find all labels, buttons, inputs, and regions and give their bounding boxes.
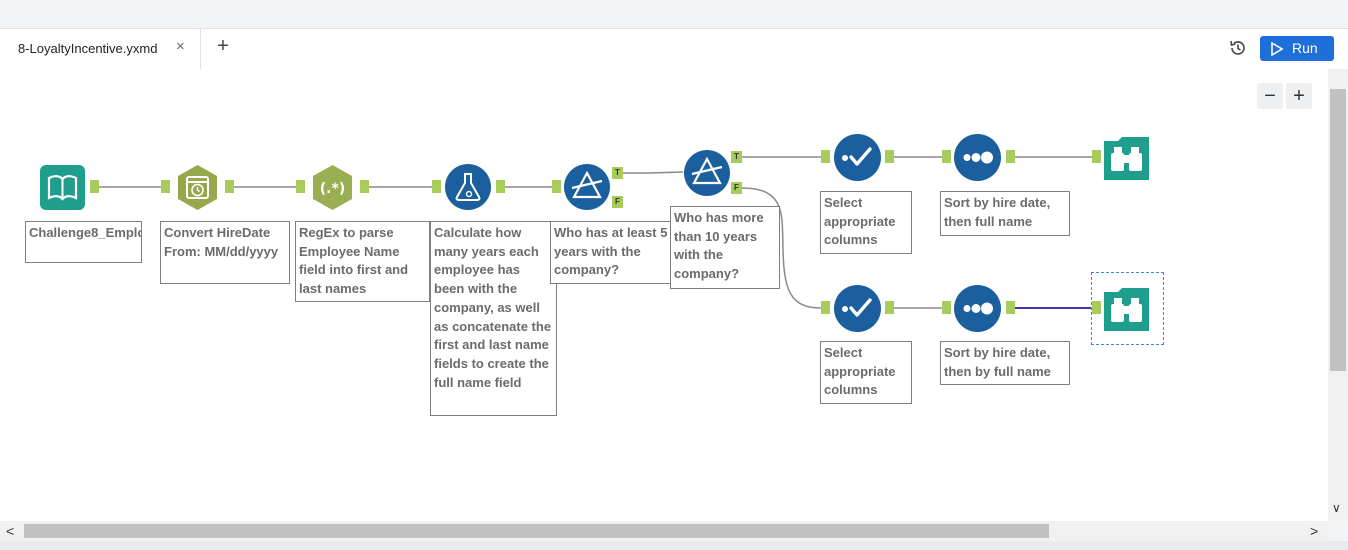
horizontal-scrollbar[interactable]: < > bbox=[0, 521, 1328, 541]
select-tool-bottom[interactable] bbox=[834, 285, 881, 332]
workflow-tab[interactable]: 8-LoyaltyIncentive.yxmd × bbox=[8, 29, 201, 70]
filter-triangle-icon bbox=[684, 150, 730, 196]
close-icon[interactable]: × bbox=[176, 38, 185, 55]
horizontal-scroll-thumb[interactable] bbox=[24, 524, 1049, 538]
input-anchor[interactable] bbox=[296, 180, 305, 193]
regex-icon: (.*) bbox=[313, 165, 352, 210]
scroll-right-icon[interactable]: > bbox=[1310, 523, 1319, 539]
run-button[interactable]: Run bbox=[1260, 36, 1334, 61]
zoom-in-button[interactable]: + bbox=[1286, 83, 1312, 109]
annotation-filter2[interactable]: Who has more than 10 years with the comp… bbox=[670, 206, 780, 289]
output-anchor[interactable] bbox=[1006, 301, 1015, 314]
checkmark-icon bbox=[834, 134, 881, 181]
tab-bar: 8-LoyaltyIncentive.yxmd × + bbox=[0, 28, 1348, 70]
input-anchor[interactable] bbox=[1092, 150, 1101, 163]
binoculars-icon bbox=[1104, 288, 1149, 331]
wire bbox=[622, 171, 684, 174]
output-anchor[interactable] bbox=[360, 180, 369, 193]
input-data-tool[interactable] bbox=[40, 165, 85, 210]
browse-tool-top[interactable] bbox=[1104, 135, 1149, 180]
browse-tool-bottom[interactable] bbox=[1104, 286, 1149, 331]
input-anchor[interactable] bbox=[432, 180, 441, 193]
annotation-sort-top[interactable]: Sort by hire date, then full name bbox=[940, 191, 1070, 236]
input-anchor[interactable] bbox=[942, 301, 951, 314]
svg-text:(.*): (.*) bbox=[320, 181, 345, 197]
sort-dots-icon bbox=[954, 134, 1001, 181]
true-anchor[interactable]: T bbox=[731, 151, 742, 163]
scroll-left-icon[interactable]: < bbox=[6, 523, 15, 539]
true-anchor[interactable]: T bbox=[612, 167, 623, 179]
scroll-down-icon[interactable]: ∨ bbox=[1332, 501, 1341, 515]
regex-tool[interactable]: (.*) bbox=[309, 164, 356, 211]
clock-calendar-icon bbox=[178, 165, 217, 210]
annotation-sort-bottom[interactable]: Sort by hire date, then by full name bbox=[940, 341, 1070, 385]
annotation-regex[interactable]: RegEx to parse Employee Name field into … bbox=[295, 221, 430, 302]
annotation-select-top[interactable]: Select appropriate columns bbox=[820, 191, 912, 254]
false-anchor[interactable]: F bbox=[612, 196, 623, 208]
input-anchor[interactable] bbox=[552, 180, 561, 193]
status-strip bbox=[0, 541, 1348, 550]
output-anchor[interactable] bbox=[496, 180, 505, 193]
sort-tool-bottom[interactable] bbox=[954, 285, 1001, 332]
datetime-tool[interactable] bbox=[174, 164, 221, 211]
wire bbox=[741, 187, 822, 309]
output-anchor[interactable] bbox=[885, 301, 894, 314]
binoculars-icon bbox=[1104, 137, 1149, 180]
annotation-select-bottom[interactable]: Select appropriate columns bbox=[820, 341, 912, 404]
selection-box bbox=[1091, 272, 1164, 345]
input-anchor[interactable] bbox=[942, 150, 951, 163]
sort-dots-icon bbox=[954, 285, 1001, 332]
vertical-scrollbar[interactable]: ∨ bbox=[1328, 69, 1348, 521]
play-icon bbox=[1271, 42, 1284, 56]
filter-triangle-icon bbox=[564, 164, 610, 210]
sort-tool-top[interactable] bbox=[954, 134, 1001, 181]
output-anchor[interactable] bbox=[90, 180, 99, 193]
input-anchor[interactable] bbox=[821, 301, 830, 314]
history-icon[interactable] bbox=[1228, 38, 1248, 58]
input-anchor[interactable] bbox=[821, 150, 830, 163]
annotation-input[interactable]: Challenge8_Employee_Data.csv bbox=[25, 221, 142, 263]
annotation-filter1[interactable]: Who has at least 5 years with the compan… bbox=[550, 221, 672, 284]
tab-title: 8-LoyaltyIncentive.yxmd bbox=[18, 41, 158, 56]
flask-icon bbox=[445, 164, 491, 210]
run-label: Run bbox=[1292, 40, 1318, 56]
filter-tool-2[interactable] bbox=[684, 150, 730, 196]
zoom-out-button[interactable]: − bbox=[1257, 83, 1283, 109]
false-anchor[interactable]: F bbox=[731, 182, 742, 194]
annotation-formula[interactable]: Calculate how many years each employee h… bbox=[430, 221, 557, 416]
select-tool-top[interactable] bbox=[834, 134, 881, 181]
annotation-datetime[interactable]: Convert HireDate From: MM/dd/yyyy bbox=[160, 221, 290, 284]
input-anchor[interactable] bbox=[1092, 301, 1101, 314]
output-anchor[interactable] bbox=[225, 180, 234, 193]
book-icon bbox=[40, 165, 85, 210]
output-anchor[interactable] bbox=[885, 150, 894, 163]
vertical-scroll-thumb[interactable] bbox=[1330, 89, 1346, 371]
add-tab-button[interactable]: + bbox=[217, 35, 229, 57]
title-strip bbox=[0, 0, 1348, 28]
formula-tool[interactable] bbox=[445, 164, 491, 210]
checkmark-icon bbox=[834, 285, 881, 332]
filter-tool-1[interactable] bbox=[564, 164, 610, 210]
input-anchor[interactable] bbox=[161, 180, 170, 193]
output-anchor[interactable] bbox=[1006, 150, 1015, 163]
